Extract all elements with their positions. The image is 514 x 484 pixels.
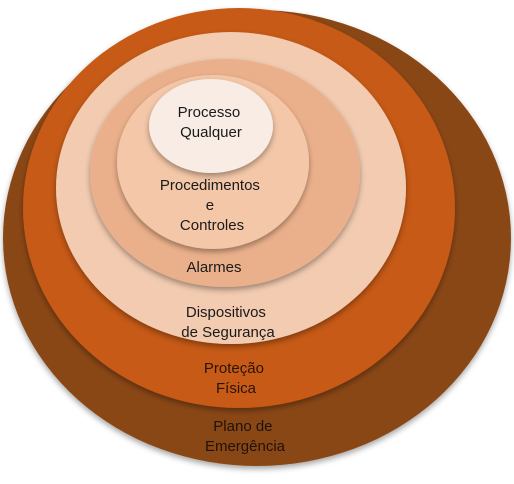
label-procedimentos-e-controles: Procedimentos e Controles [160, 177, 264, 234]
label-line: de Segurança [181, 324, 275, 341]
label-line: Emergência [205, 438, 286, 455]
label-line: e [206, 197, 214, 214]
label-line: Procedimentos [160, 177, 260, 194]
label-line: Qualquer [180, 124, 242, 141]
label-protecao-fisica: Proteção Física [204, 360, 268, 397]
label-processo-qualquer: Processo Qualquer [178, 104, 245, 141]
label-line: Processo [178, 104, 241, 121]
layer-processo-qualquer [149, 79, 273, 173]
layer-ellipse [149, 79, 273, 173]
label-line: Proteção [204, 360, 264, 377]
label-line: Física [216, 380, 257, 397]
label-line: Dispositivos [186, 304, 266, 321]
label-plano-de-emergencia: Plano de Emergência [205, 418, 286, 455]
label-alarmes: Alarmes [186, 259, 241, 276]
label-line: Controles [180, 217, 244, 234]
label-line: Plano de [213, 418, 272, 435]
label-line: Alarmes [186, 259, 241, 276]
label-dispositivos-de-seguranca: Dispositivos de Segurança [181, 304, 275, 341]
